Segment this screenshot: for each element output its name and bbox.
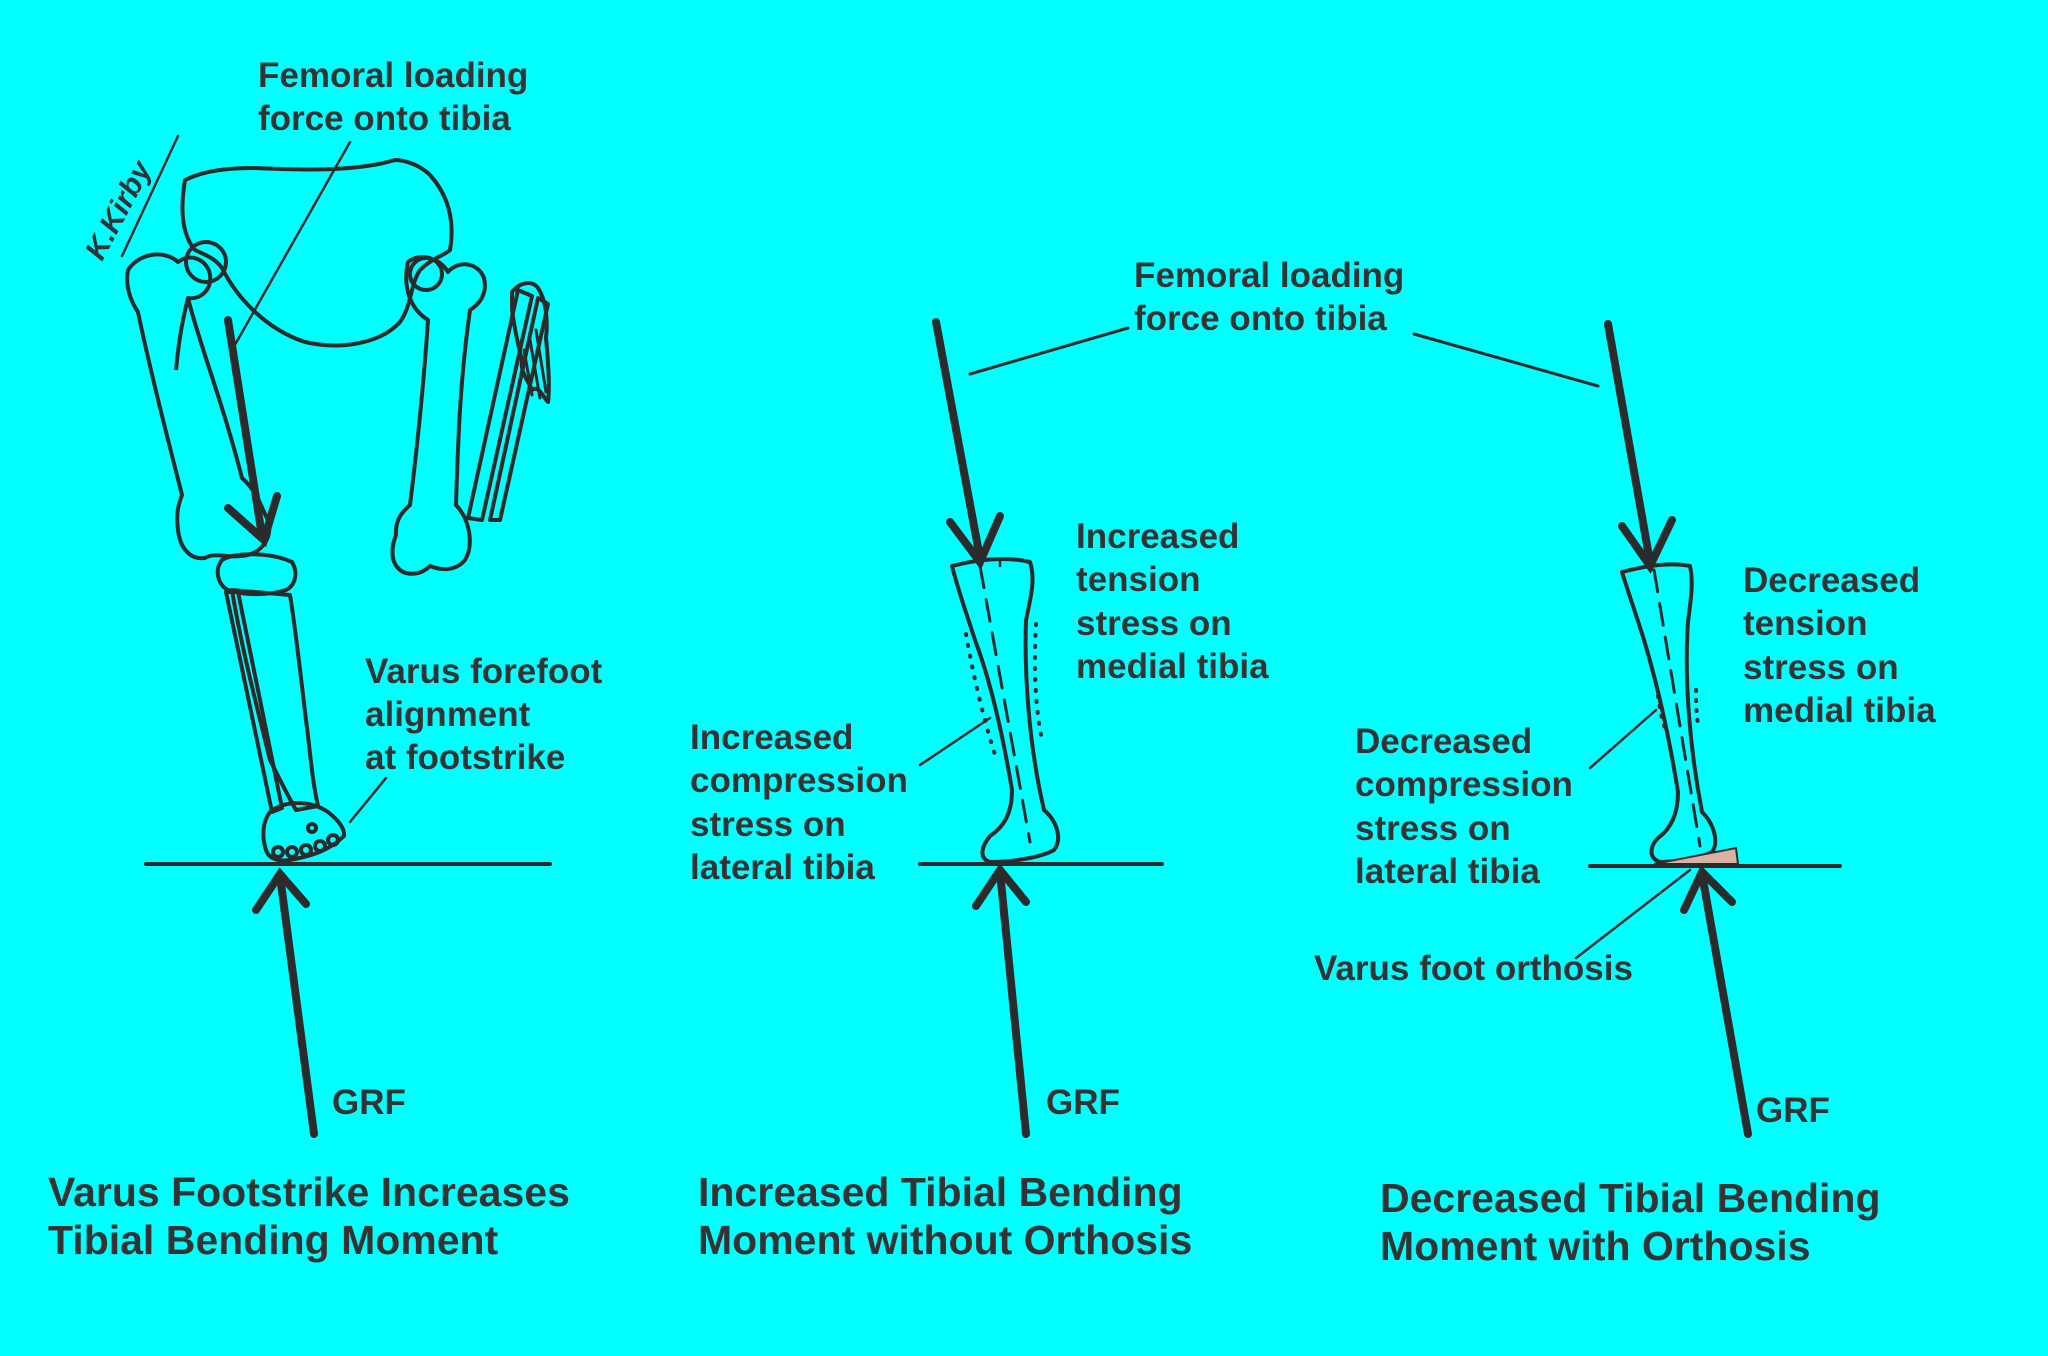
left-femoral-label: Femoral loading force onto tibia <box>258 56 538 138</box>
middle-compression-pointer <box>918 716 992 767</box>
left-femur <box>125 252 272 561</box>
right-tibia <box>1620 562 1718 864</box>
left-femoral-force-arrow <box>224 316 281 548</box>
middle-grf-arrow <box>972 863 1030 1138</box>
left-grf-label: GRF <box>332 1083 406 1122</box>
right-compression-label: Decreased compression stress on lateral … <box>1355 722 1583 891</box>
signature-text: K.Kirby <box>79 154 159 265</box>
middle-compression-dots <box>964 632 998 760</box>
left-caption: Varus Footstrike Increases Tibial Bendin… <box>48 1169 581 1263</box>
middle-grf-label: GRF <box>1046 1083 1120 1122</box>
right-femoral-pointer <box>1412 332 1600 388</box>
right-panel: Decreased tension stress on medial tibia… <box>1314 320 1936 1269</box>
shared-femoral-label-group: Femoral loading force onto tibia <box>968 256 1600 388</box>
middle-panel: Increased tension stress on medial tibia… <box>690 318 1269 1263</box>
middle-tension-dots <box>1032 622 1044 742</box>
middle-caption: Increased Tibial Bending Moment without … <box>698 1169 1194 1263</box>
right-tibia <box>466 288 534 522</box>
right-grf-arrow <box>1680 865 1752 1138</box>
middle-tibia <box>950 557 1061 864</box>
left-varus-pointer <box>348 776 388 824</box>
signature-underline <box>120 134 180 258</box>
varus-orthosis-wedge <box>1653 846 1740 865</box>
right-tibia-axis <box>1652 568 1702 848</box>
right-compression-dots <box>1656 694 1668 734</box>
middle-femoral-pointer <box>968 326 1130 376</box>
right-foot <box>510 281 551 404</box>
middle-tension-label: Increased tension stress on medial tibia <box>1076 517 1269 686</box>
left-tibial-plateau <box>215 552 298 597</box>
left-varus-label: Varus forefoot alignment at footstrike <box>365 652 612 777</box>
left-panel: K.Kirby <box>48 56 612 1263</box>
left-hip-joint <box>184 240 228 284</box>
right-caption: Decreased Tibial Bending Moment with Ort… <box>1380 1175 1892 1269</box>
orthosis-label: Varus foot orthosis <box>1314 949 1633 988</box>
right-tension-dots <box>1694 688 1700 726</box>
shared-femoral-label: Femoral loading force onto tibia <box>1134 256 1414 338</box>
middle-compression-label: Increased compression stress on lateral … <box>690 718 918 887</box>
right-femur <box>390 255 487 576</box>
right-compression-pointer <box>1588 708 1658 770</box>
left-grf-arrow <box>252 867 318 1138</box>
left-fibula <box>224 590 284 814</box>
pelvis <box>180 158 454 348</box>
orthosis-pointer <box>1574 868 1692 960</box>
left-femur-neck <box>174 297 190 371</box>
right-foot-toes <box>522 328 548 400</box>
signature: K.Kirby <box>79 134 180 265</box>
middle-tibia-axis <box>978 564 1032 844</box>
right-grf-label: GRF <box>1756 1091 1830 1130</box>
left-foot-toes <box>271 822 340 859</box>
middle-femoral-force-arrow <box>932 318 1004 570</box>
right-fibula <box>488 296 550 522</box>
right-tension-label: Decreased tension stress on medial tibia <box>1743 561 1936 730</box>
left-femoral-pointer <box>230 140 352 352</box>
right-femoral-force-arrow <box>1604 320 1676 574</box>
